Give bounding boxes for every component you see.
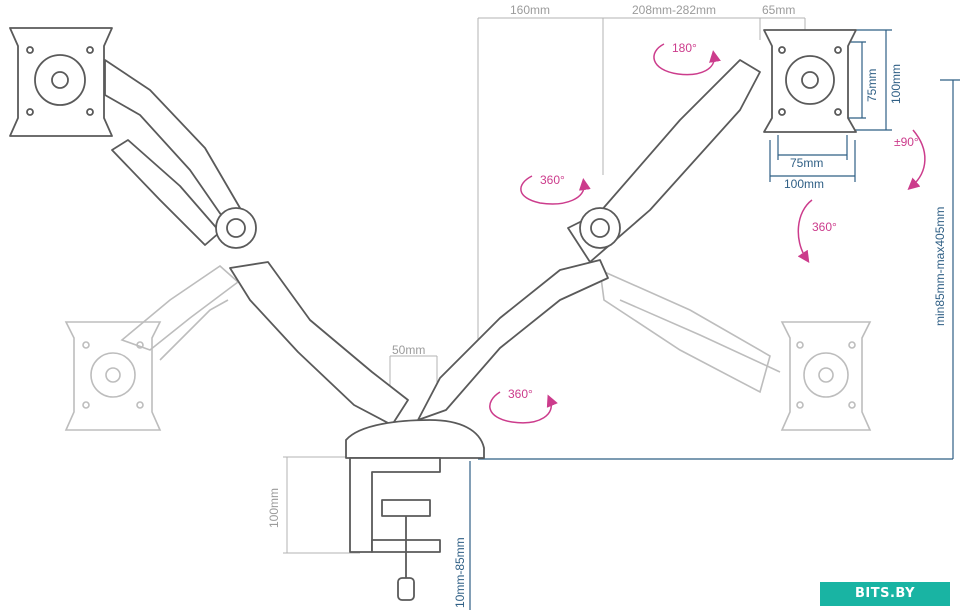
height-range-label: min85mm-max405mm: [933, 206, 947, 326]
width-dim-label-2: 208mm-282mm: [632, 3, 717, 17]
tilt-label: ±90°: [894, 135, 919, 149]
base-swivel-label: 360°: [508, 387, 533, 401]
vesa-100-vertical-label: 100mm: [889, 63, 903, 104]
upper-arm-swivel-label: 360°: [540, 173, 565, 187]
clamp-height-label: 100mm: [267, 487, 281, 528]
rotation-arrows: [489, 43, 926, 424]
top-dimension-lines: [283, 17, 806, 554]
width-dim-label-1: 160mm: [510, 3, 551, 17]
panel-rotate-label: 180°: [672, 41, 697, 55]
vesa-75-horizontal-label: 75mm: [790, 156, 824, 170]
width-dim-label-3: 65mm: [762, 3, 796, 17]
watermark-logo: BITS.BY: [820, 582, 950, 606]
vesa-100-horizontal-label: 100mm: [784, 177, 825, 191]
blue-dimension-lines: [469, 29, 960, 610]
vesa-75-vertical-label: 75mm: [865, 68, 879, 102]
ghost-vesa-plate-left: [64, 321, 162, 431]
desk-thickness-label: 10mm-85mm: [453, 537, 467, 608]
arm-gap-label: 50mm: [392, 343, 426, 357]
panel-swivel-label: 360°: [812, 220, 837, 234]
monitor-arm: [9, 27, 857, 601]
ghost-positions: [64, 264, 872, 431]
ghost-vesa-plate-right: [780, 321, 872, 431]
